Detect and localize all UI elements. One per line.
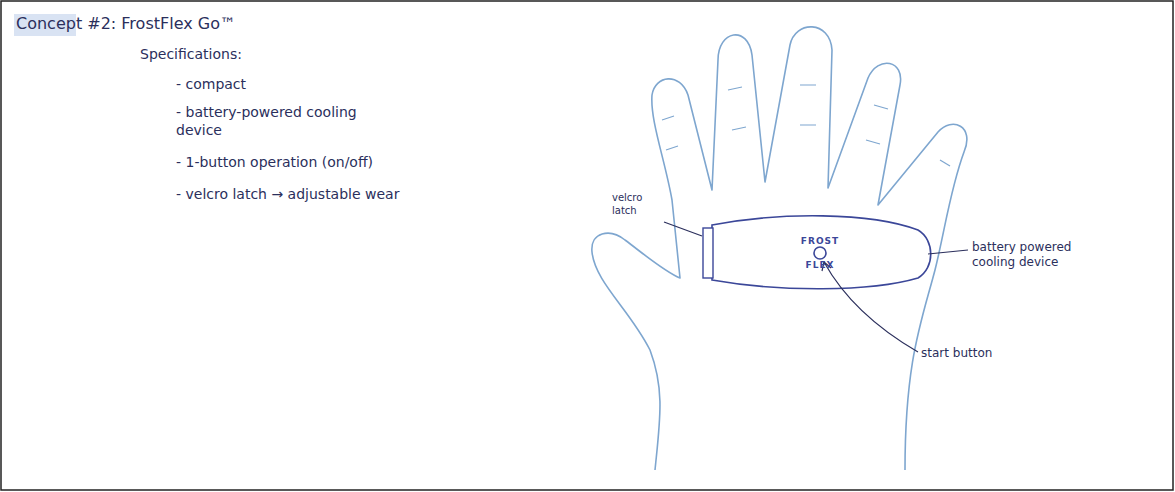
logo-text: FROST FLEX bbox=[797, 229, 843, 277]
leader-line bbox=[664, 222, 702, 236]
callout-label: velcro latch bbox=[612, 192, 668, 217]
velcro-latch bbox=[703, 228, 713, 278]
concept-title: Concept #2: FrostFlex Go™ bbox=[16, 14, 236, 34]
callout-label: start button bbox=[921, 346, 1031, 361]
spec-item: - battery-powered cooling device bbox=[176, 104, 366, 139]
leader-line bbox=[928, 250, 968, 254]
spec-heading: Specifications: bbox=[140, 46, 340, 64]
spec-item: - velcro latch → adjustable wear bbox=[176, 186, 476, 204]
leader-line bbox=[824, 262, 918, 352]
start-button bbox=[814, 247, 826, 259]
spec-item: - 1-button operation (on/off) bbox=[176, 154, 436, 172]
device-logo: FROST FLEX bbox=[797, 229, 843, 277]
spec-item: - compact bbox=[176, 76, 376, 94]
hand-outline bbox=[592, 27, 967, 470]
finger-creases bbox=[662, 85, 950, 166]
cooling-device-outline bbox=[712, 216, 931, 289]
callout-label: battery powered cooling device bbox=[972, 240, 1102, 270]
